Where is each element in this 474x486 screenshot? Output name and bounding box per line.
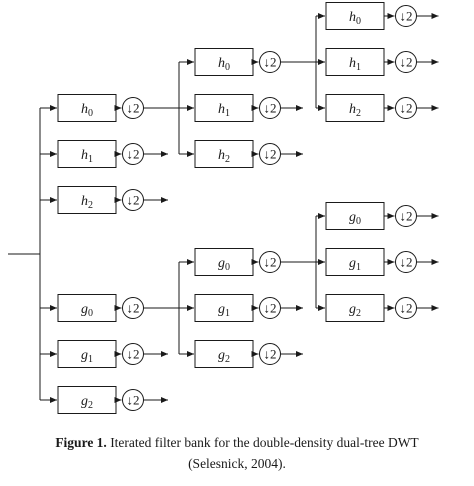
downsampler-label: ↓2: [127, 193, 140, 208]
downsampler-label: ↓2: [400, 301, 413, 316]
downsampler-label: ↓2: [264, 301, 277, 316]
filter-label: g1: [81, 348, 93, 365]
filter-block: [57, 140, 117, 168]
filter-label: h1: [81, 148, 93, 165]
filter-block: [194, 294, 254, 322]
filter-label: h2: [81, 194, 93, 211]
caption-text: Iterated filter bank for the double-dens…: [110, 435, 419, 450]
filter-block: [325, 248, 385, 276]
downsampler-label: ↓2: [264, 55, 277, 70]
filter-block: [325, 202, 385, 230]
filter-bank-diagram: h0 ↓2 h1 ↓2 h2 ↓2 g0 ↓2 g1 ↓2 g2 ↓2 h0 ↓2 h1 ↓2 h2 ↓2 g0 ↓2…: [8, 2, 439, 414]
filter-block: [325, 48, 385, 76]
filter-label: h1: [349, 56, 361, 73]
filter-block: [194, 48, 254, 76]
caption-label: Figure 1.: [55, 435, 107, 450]
filter-block: [57, 294, 117, 322]
filter-label: g1: [349, 256, 361, 273]
filter-label: g2: [81, 394, 93, 411]
figure-caption: Figure 1. Iterated filter bank for the d…: [0, 432, 474, 474]
filter-block: [194, 140, 254, 168]
downsampler-label: ↓2: [127, 147, 140, 162]
downsampler-label: ↓2: [400, 9, 413, 24]
filter-block: [325, 294, 385, 322]
filter-block: [57, 386, 117, 414]
filter-block: [194, 340, 254, 368]
caption-citation: (Selesnick, 2004).: [188, 456, 286, 471]
downsampler-label: ↓2: [127, 347, 140, 362]
filter-label: h2: [218, 148, 230, 165]
downsampler-label: ↓2: [127, 393, 140, 408]
filter-label: g0: [218, 256, 230, 273]
downsampler-label: ↓2: [400, 209, 413, 224]
downsampler-label: ↓2: [127, 101, 140, 116]
filter-label: g2: [218, 348, 230, 365]
downsampler-label: ↓2: [400, 55, 413, 70]
filter-block: [57, 186, 117, 214]
filter-label: g0: [349, 210, 361, 227]
filter-block: [325, 94, 385, 122]
filter-label: h0: [81, 102, 93, 119]
downsampler-label: ↓2: [264, 347, 277, 362]
downsampler-label: ↓2: [127, 301, 140, 316]
downsampler-label: ↓2: [264, 147, 277, 162]
filter-label: h0: [349, 10, 361, 27]
filter-label: g0: [81, 302, 93, 319]
filter-block: [57, 94, 117, 122]
filter-label: g1: [218, 302, 230, 319]
downsampler-label: ↓2: [400, 101, 413, 116]
filter-label: g2: [349, 302, 361, 319]
filter-label: h1: [218, 102, 230, 119]
downsampler-label: ↓2: [400, 255, 413, 270]
filter-block: [325, 2, 385, 30]
downsampler-label: ↓2: [264, 101, 277, 116]
filter-block: [194, 248, 254, 276]
filter-label: h0: [218, 56, 230, 73]
filter-label: h2: [349, 102, 361, 119]
downsampler-label: ↓2: [264, 255, 277, 270]
filter-block: [194, 94, 254, 122]
